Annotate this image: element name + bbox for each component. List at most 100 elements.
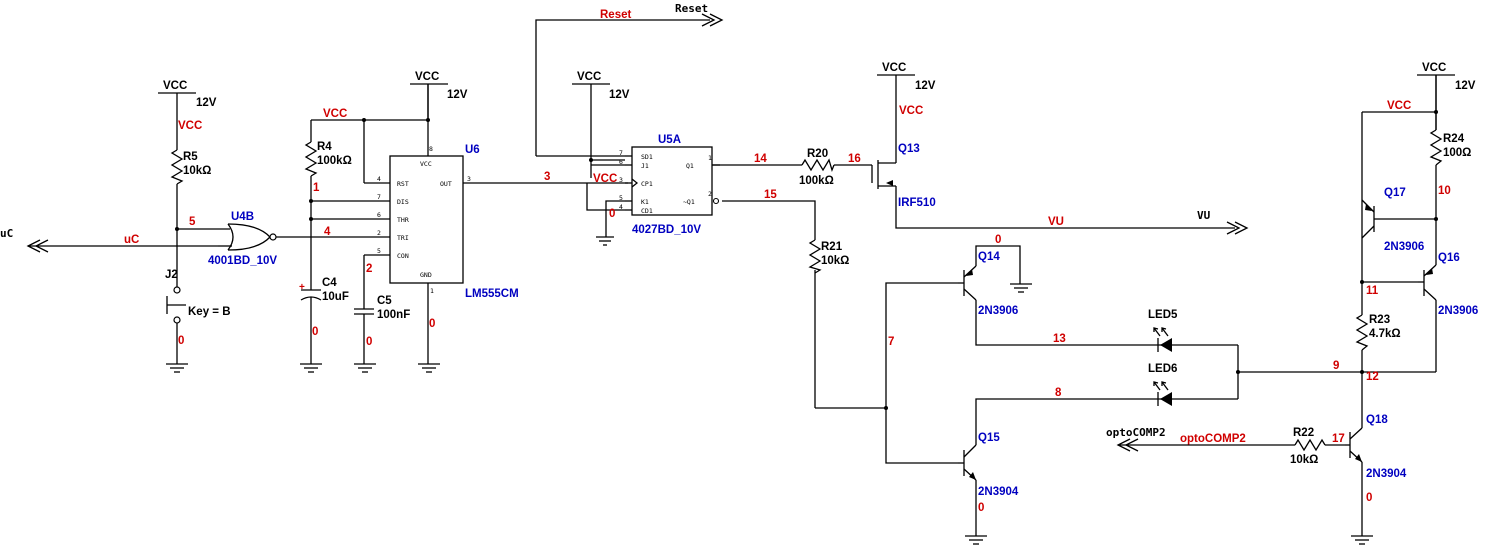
ground-symbol	[300, 363, 322, 373]
svg-text:C5: C5	[377, 295, 392, 307]
svg-text:5: 5	[619, 194, 623, 202]
capacitor-c4[interactable]: + C4 10uF	[299, 277, 349, 306]
svg-text:0: 0	[429, 318, 435, 330]
svg-text:7: 7	[377, 193, 381, 201]
vcc-supply-symbol: VCC 12V	[410, 71, 468, 118]
svg-text:0: 0	[978, 502, 984, 514]
svg-text:15: 15	[764, 189, 777, 201]
resistor-r4[interactable]: R4 100kΩ	[304, 141, 352, 177]
svg-text:11: 11	[1366, 285, 1379, 297]
svg-text:VU: VU	[1048, 216, 1064, 228]
ground-symbol	[1351, 535, 1373, 545]
svg-text:3: 3	[544, 171, 550, 183]
svg-text:2N3906: 2N3906	[1438, 305, 1478, 317]
svg-text:1: 1	[313, 182, 320, 194]
svg-text:R5: R5	[183, 151, 198, 163]
svg-text:0: 0	[366, 336, 372, 348]
svg-text:Key = B: Key = B	[188, 306, 231, 318]
led-led6[interactable]: LED6	[1148, 363, 1177, 406]
timer-ic-u6[interactable]: VCC RST DIS THR TRI CON GND OUT 8 4 7 6 …	[377, 144, 519, 300]
svg-text:3: 3	[467, 175, 471, 183]
vcc-supply-symbol: VCC 12V	[158, 80, 217, 112]
svg-text:2N3906: 2N3906	[1384, 241, 1424, 253]
svg-text:4: 4	[324, 226, 331, 238]
svg-text:2N3904: 2N3904	[1366, 468, 1407, 480]
svg-text:4001BD_10V: 4001BD_10V	[208, 255, 277, 267]
svg-text:R24: R24	[1443, 133, 1465, 145]
svg-text:9: 9	[1333, 360, 1339, 372]
svg-text:2: 2	[366, 263, 372, 275]
svg-text:10kΩ: 10kΩ	[183, 165, 211, 177]
svg-text:RST: RST	[397, 180, 409, 188]
svg-text:Q15: Q15	[978, 432, 1000, 444]
svg-text:TRI: TRI	[397, 234, 409, 242]
svg-text:6: 6	[377, 211, 381, 219]
resistor-r20[interactable]: R20 100kΩ	[799, 148, 835, 187]
svg-text:THR: THR	[397, 216, 409, 224]
resistor-r23[interactable]: R23 4.7kΩ	[1355, 314, 1401, 351]
svg-text:GND: GND	[420, 271, 432, 279]
svg-text:Q17: Q17	[1384, 187, 1406, 199]
svg-text:~Q1: ~Q1	[683, 198, 695, 206]
svg-text:2N3906: 2N3906	[978, 305, 1018, 317]
ground-symbol	[1010, 283, 1032, 293]
led-led5[interactable]: LED5	[1148, 309, 1178, 352]
vcc-supply-symbol: VCC 12V	[1417, 62, 1476, 130]
svg-text:7: 7	[619, 149, 623, 157]
svg-text:1: 1	[430, 287, 434, 295]
svg-text:12V: 12V	[609, 89, 630, 101]
svg-text:6: 6	[619, 158, 623, 166]
ground-symbol	[965, 535, 987, 545]
switch-j2[interactable]: J2 Key = B	[165, 269, 231, 324]
transistor-q16[interactable]: Q16 2N3906	[1418, 252, 1478, 317]
flip-flop-u5a[interactable]: SD1 J1 CP1 K1 CD1 Q1 ~Q1 7 6 3 5 4 1 2 U…	[619, 134, 720, 236]
svg-text:J1: J1	[641, 162, 649, 170]
svg-text:R23: R23	[1369, 314, 1390, 326]
svg-text:SD1: SD1	[641, 153, 653, 161]
mosfet-q13[interactable]: Q13 IRF510	[871, 143, 936, 209]
svg-text:4027BD_10V: 4027BD_10V	[632, 224, 701, 236]
svg-text:7: 7	[888, 336, 894, 348]
port-opto: optoCOMP2	[1106, 426, 1166, 439]
svg-text:VCC: VCC	[593, 173, 617, 185]
svg-text:OUT: OUT	[440, 180, 452, 188]
svg-text:VCC: VCC	[163, 80, 187, 92]
svg-text:VCC: VCC	[323, 108, 347, 120]
resistor-r5[interactable]: R5 10kΩ	[170, 149, 211, 185]
svg-text:optoCOMP2: optoCOMP2	[1180, 433, 1246, 445]
svg-text:100Ω: 100Ω	[1443, 147, 1471, 159]
svg-text:Reset: Reset	[600, 9, 631, 21]
svg-text:17: 17	[1332, 433, 1345, 445]
resistor-r24[interactable]: R24 100Ω	[1429, 129, 1471, 166]
svg-text:0: 0	[178, 335, 184, 347]
svg-text:CD1: CD1	[641, 207, 653, 215]
svg-text:12V: 12V	[447, 89, 468, 101]
resistor-r22[interactable]: R22 10kΩ	[1290, 427, 1326, 466]
transistor-q17[interactable]: Q17 2N3906	[1361, 187, 1424, 253]
svg-text:CON: CON	[397, 252, 409, 260]
transistor-q15[interactable]: Q15 2N3904	[958, 432, 1019, 498]
svg-text:100kΩ: 100kΩ	[799, 175, 834, 187]
svg-text:5: 5	[377, 247, 381, 255]
svg-text:R20: R20	[807, 148, 828, 160]
transistor-q14[interactable]: Q14 2N3906	[958, 251, 1018, 317]
svg-text:VCC: VCC	[420, 160, 432, 168]
svg-text:12V: 12V	[915, 80, 936, 92]
vcc-supply-symbol: VCC 12V	[877, 62, 936, 145]
transistor-q18[interactable]: Q18 2N3904	[1345, 414, 1407, 480]
nor-gate-u4b[interactable]: U4B 4001BD_10V	[208, 211, 277, 267]
svg-text:16: 16	[848, 153, 861, 165]
svg-text:U5A: U5A	[658, 134, 681, 146]
capacitor-c5[interactable]: C5 100nF	[354, 295, 410, 323]
resistor-r21[interactable]: R21 10kΩ	[808, 239, 849, 274]
svg-text:Q13: Q13	[898, 143, 920, 155]
svg-text:2: 2	[708, 190, 712, 198]
svg-text:2: 2	[377, 229, 381, 237]
ground-symbol	[596, 236, 614, 246]
svg-text:0: 0	[995, 234, 1001, 246]
svg-text:K1: K1	[641, 198, 649, 206]
svg-text:13: 13	[1053, 333, 1066, 345]
port-labels: uC Reset VU optoCOMP2	[0, 2, 1211, 439]
ground-symbol	[354, 363, 376, 373]
svg-text:Q16: Q16	[1438, 252, 1460, 264]
